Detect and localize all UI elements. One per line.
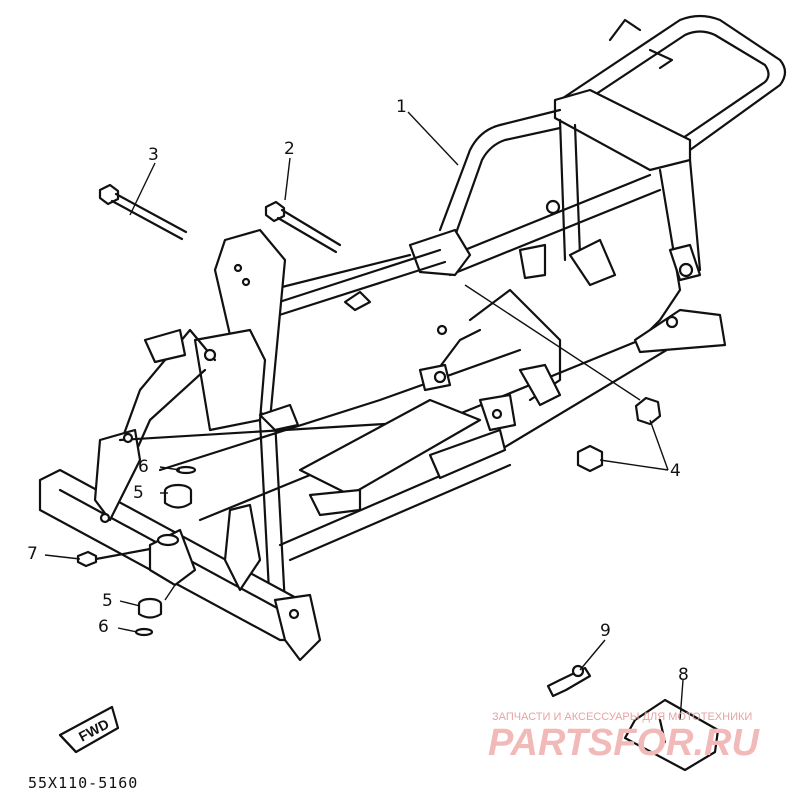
watermark: ЗАПЧАСТИ И АКСЕССУАРЫ ДЛЯ МОТОТЕХНИКИ PA… [488, 711, 760, 764]
callout-7: 7 [27, 544, 38, 564]
forward-arrow: FWD [58, 705, 120, 754]
main-frame [38, 14, 787, 662]
callout-5-lower: 5 [102, 591, 113, 611]
bolt-part-3 [98, 183, 188, 241]
callout-9: 9 [600, 621, 611, 641]
callout-2: 2 [284, 139, 295, 159]
callout-1: 1 [396, 97, 407, 117]
bolt-part-2 [264, 200, 342, 254]
leader-lines [44, 111, 684, 721]
watermark-caption: ЗАПЧАСТИ И АКСЕССУАРЫ ДЛЯ МОТОТЕХНИКИ [492, 711, 752, 723]
callout-4: 4 [670, 461, 681, 481]
nut-part-4-upper [634, 396, 662, 426]
damper-part-5-upper [163, 483, 193, 509]
callout-3: 3 [148, 145, 159, 165]
mount-boss-front [148, 528, 197, 587]
damper-part-5-lower [137, 597, 163, 619]
callouts: 1 2 3 4 5 5 6 6 7 8 9 [27, 97, 689, 685]
callout-6-upper: 6 [138, 457, 149, 477]
nut-part-4-lower [576, 444, 604, 473]
clip-part-9 [546, 664, 592, 698]
callout-6-lower: 6 [98, 617, 109, 637]
screw-part-7 [76, 547, 152, 568]
guard-plate-part-8 [623, 698, 720, 772]
catalog-code: 55X110-5160 [28, 774, 138, 792]
collar-part-6-lower [134, 627, 154, 637]
watermark-brand: PARTSFOR.RU [488, 722, 760, 764]
callout-5-upper: 5 [133, 483, 144, 503]
callout-8: 8 [678, 665, 689, 685]
